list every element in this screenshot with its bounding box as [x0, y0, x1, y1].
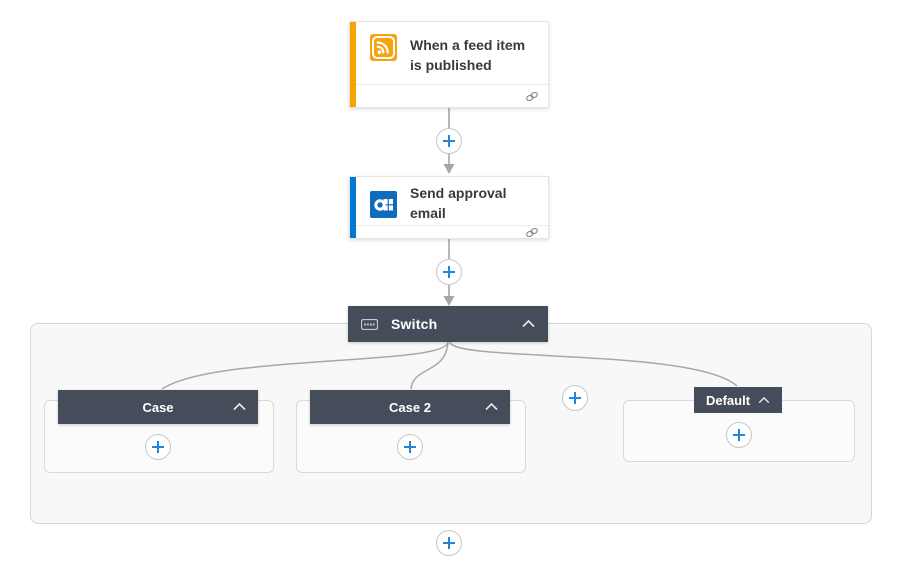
- action-card-body: Send approval email: [350, 177, 548, 225]
- connection-icon[interactable]: [525, 91, 539, 102]
- case-2-header[interactable]: Case 2: [310, 390, 510, 424]
- trigger-card-body: When a feed item is published: [350, 22, 548, 84]
- chevron-up-icon[interactable]: [522, 320, 535, 328]
- default-case-add-action-button[interactable]: [726, 422, 752, 448]
- chevron-up-icon[interactable]: [233, 403, 246, 411]
- case-1-header[interactable]: Case: [58, 390, 258, 424]
- new-step-button[interactable]: [436, 530, 462, 556]
- case-1-label: Case: [142, 399, 174, 415]
- action-card[interactable]: Send approval email: [349, 176, 549, 239]
- action-card-footer: [350, 225, 548, 238]
- default-case-header[interactable]: Default: [694, 387, 782, 413]
- plus-icon: [569, 392, 581, 404]
- action-accent-bar: [350, 177, 356, 238]
- trigger-card-footer: [350, 84, 548, 107]
- case-1-add-action-button[interactable]: [145, 434, 171, 460]
- connection-icon[interactable]: [525, 227, 539, 238]
- switch-header[interactable]: Switch: [348, 306, 548, 342]
- plus-icon: [443, 266, 455, 278]
- plus-icon: [404, 441, 416, 453]
- switch-icon: [361, 318, 378, 330]
- insert-step-button-2[interactable]: [436, 259, 462, 285]
- case-2-add-action-button[interactable]: [397, 434, 423, 460]
- chevron-up-icon[interactable]: [485, 403, 498, 411]
- plus-icon: [443, 537, 455, 549]
- trigger-title: When a feed item is published: [410, 37, 526, 73]
- plus-icon: [152, 441, 164, 453]
- add-case-button[interactable]: [562, 385, 588, 411]
- plus-icon: [733, 429, 745, 441]
- trigger-accent-bar: [350, 22, 356, 107]
- default-case-label: Default: [705, 392, 751, 408]
- action-title: Send approval email: [410, 185, 507, 221]
- trigger-card[interactable]: When a feed item is published: [349, 21, 549, 108]
- case-2-label: Case 2: [389, 399, 431, 415]
- switch-title: Switch: [391, 316, 438, 332]
- plus-icon: [443, 135, 455, 147]
- outlook-icon: [370, 190, 397, 218]
- rss-icon: [370, 34, 397, 61]
- insert-step-button-1[interactable]: [436, 128, 462, 154]
- chevron-up-icon[interactable]: [758, 396, 770, 404]
